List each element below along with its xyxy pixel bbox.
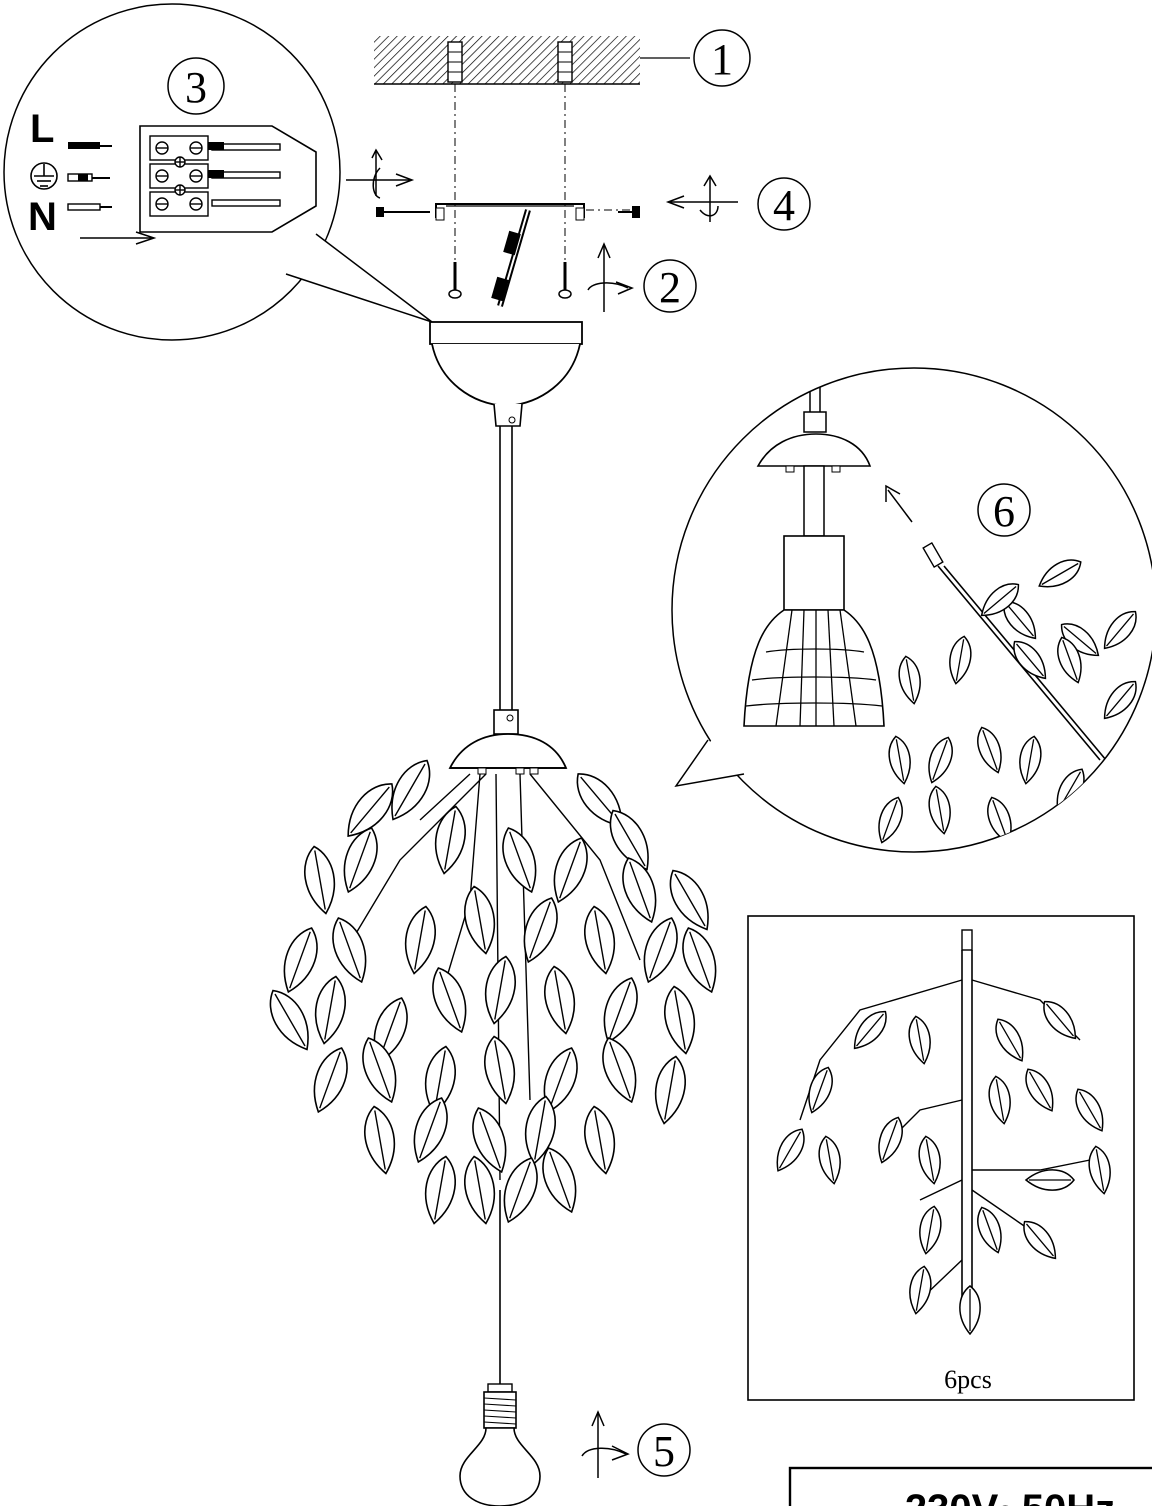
shade-top-cap	[448, 733, 568, 775]
leaf	[324, 912, 376, 988]
leaf	[579, 1103, 621, 1177]
leaf	[304, 1042, 356, 1118]
leaf	[494, 822, 546, 898]
leaf	[334, 822, 386, 898]
leaf	[634, 912, 686, 988]
guide-lines	[454, 84, 630, 262]
leaf	[399, 903, 441, 977]
supply-cable	[491, 209, 531, 307]
leaf	[649, 1053, 691, 1127]
leaf	[259, 982, 321, 1058]
mounting-screw-left	[448, 262, 462, 299]
inset-caption: 6pcs	[944, 1365, 992, 1394]
leaf	[274, 922, 326, 998]
leaf	[479, 1033, 521, 1107]
rating-plate	[788, 1466, 1152, 1506]
leaf	[674, 922, 726, 998]
leaf	[594, 972, 646, 1048]
rating-text: 230V~50Hz	[905, 1487, 1115, 1506]
suspension-cord	[499, 426, 513, 712]
leaf	[309, 973, 351, 1047]
terminal-block	[139, 125, 317, 233]
leaf	[359, 1103, 401, 1177]
leaf	[459, 883, 501, 957]
leaf-strand-inset	[747, 915, 1135, 1401]
wall-anchor-right	[557, 41, 573, 83]
canopy	[429, 321, 583, 427]
leaf	[539, 963, 581, 1037]
earth-wire	[67, 173, 110, 182]
rotate-arrow-icon	[587, 242, 635, 312]
live-wire-label: L	[30, 107, 54, 151]
step-number-3: 3	[185, 63, 207, 112]
step-number-5: 5	[653, 1427, 675, 1476]
step-number-1: 1	[711, 35, 733, 84]
step-number-6: 6	[993, 487, 1015, 536]
rotate-arrow-icon	[665, 174, 738, 222]
leaf	[299, 843, 341, 917]
bracket-screw-right	[618, 206, 640, 218]
leaf-stems	[799, 979, 1091, 1301]
detail-callout-bubble	[671, 367, 1152, 853]
leaf	[594, 1032, 646, 1108]
light-bulb	[459, 1383, 541, 1506]
step-number-4: 4	[773, 181, 795, 230]
leaf	[419, 1153, 461, 1227]
step-number-2: 2	[659, 263, 681, 312]
cord-grip	[493, 709, 519, 735]
leaf	[659, 983, 701, 1057]
leaf	[429, 803, 471, 877]
wall-anchor-left	[447, 41, 463, 83]
insert-arrow-icon	[80, 231, 157, 245]
insert-arrow-icon	[885, 484, 913, 523]
mounting-screw-right	[558, 262, 572, 299]
neutral-wire	[67, 203, 112, 211]
neutral-wire-label: N	[28, 195, 57, 239]
leaf	[404, 1092, 456, 1168]
rotate-arrow-icon	[581, 1410, 630, 1478]
leaf	[579, 903, 621, 977]
rotate-arrow-icon	[346, 148, 415, 199]
live-wire	[68, 142, 112, 149]
ceiling	[374, 36, 640, 85]
leaf	[479, 953, 521, 1027]
ground-symbol-icon	[30, 162, 58, 190]
mounting-bracket	[435, 203, 585, 221]
leaf	[424, 962, 476, 1038]
leaf-shade	[259, 752, 726, 1228]
bracket-screw-left	[376, 207, 430, 217]
leaf	[514, 892, 566, 968]
